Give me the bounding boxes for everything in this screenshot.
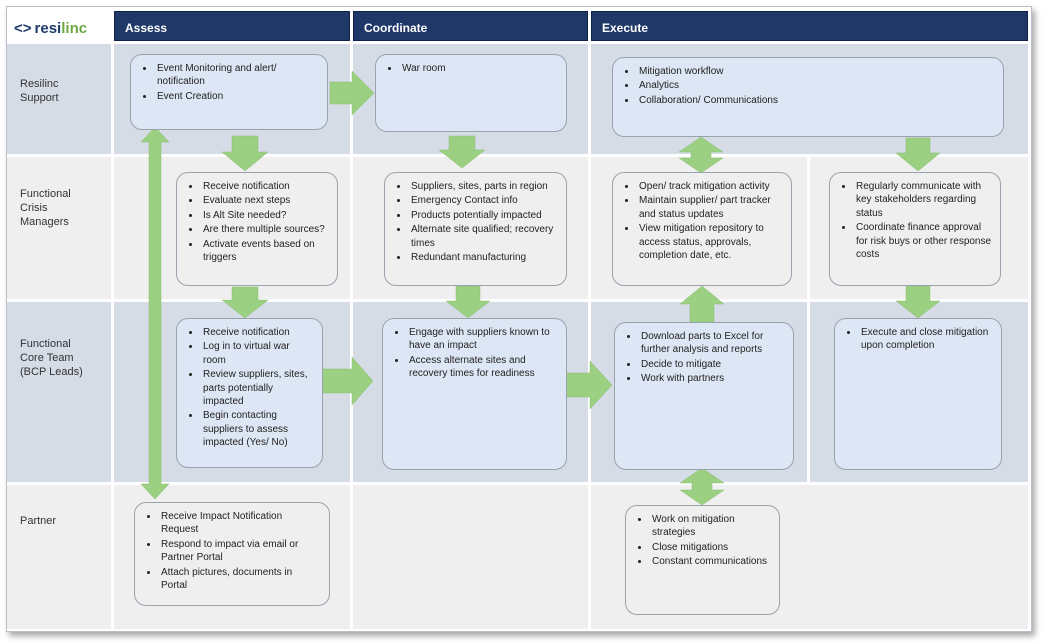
box-list: Regularly communicate with key stakehold… [846, 180, 992, 261]
row-label-line: Managers [20, 216, 69, 228]
list-item: Evaluate next steps [201, 194, 329, 207]
list-item: Execute and close mitigation upon comple… [859, 326, 993, 353]
list-item: Is Alt Site needed? [201, 209, 329, 222]
row-label-line: Resilinc [20, 78, 59, 90]
list-item: Work on mitigation strategies [650, 513, 771, 540]
list-item: Receive notification [201, 180, 329, 193]
box-support-coordinate: War room [375, 54, 567, 132]
list-item: Collaboration/ Communications [637, 94, 995, 107]
list-item: Open/ track mitigation activity [637, 180, 783, 193]
box-core-execute-1: Download parts to Excel for further anal… [614, 322, 794, 470]
box-list: Receive notification Log in to virtual w… [193, 326, 314, 450]
logo-text-prefix: resi [34, 20, 62, 37]
row-partner-coordinate-cell [353, 485, 588, 629]
list-item: Maintain supplier/ part tracker and stat… [637, 194, 783, 221]
row-partner-label-cell [7, 485, 111, 629]
box-core-execute-2: Execute and close mitigation upon comple… [834, 318, 1002, 470]
column-header-execute: Execute [591, 11, 1028, 41]
box-support-assess: Event Monitoring and alert/ notification… [130, 54, 328, 130]
box-core-assess: Receive notification Log in to virtual w… [176, 318, 323, 468]
row-label-support: Resilinc Support [20, 77, 59, 105]
list-item: Activate events based on triggers [201, 238, 329, 265]
box-partner-execute: Work on mitigation strategies Close miti… [625, 505, 780, 615]
list-item: Engage with suppliers known to have an i… [407, 326, 558, 353]
list-item: Regularly communicate with key stakehold… [854, 180, 992, 220]
resilinc-logo: <>resilinc [14, 20, 87, 37]
row-label-crisis: Functional Crisis Managers [20, 187, 71, 229]
box-list: Open/ track mitigation activity Maintain… [629, 180, 783, 262]
row-label-line: Functional [20, 338, 71, 350]
box-core-coordinate: Engage with suppliers known to have an i… [382, 318, 567, 470]
logo-text-accent: linc [61, 20, 88, 37]
list-item: Access alternate sites and recovery time… [407, 354, 558, 381]
box-list: Execute and close mitigation upon comple… [851, 326, 993, 353]
list-item: Attach pictures, documents in Portal [159, 566, 321, 593]
list-item: Decide to mitigate [639, 358, 785, 371]
list-item: Emergency Contact info [409, 194, 558, 207]
list-item: View mitigation repository to access sta… [637, 222, 783, 262]
box-list: War room [392, 62, 558, 75]
list-item: War room [400, 62, 558, 75]
row-label-partner: Partner [20, 514, 56, 528]
list-item: Suppliers, sites, parts in region [409, 180, 558, 193]
box-list: Engage with suppliers known to have an i… [399, 326, 558, 381]
list-item: Event Creation [155, 90, 319, 103]
list-item: Are there multiple sources? [201, 223, 329, 236]
list-item: Work with partners [639, 372, 785, 385]
box-list: Download parts to Excel for further anal… [631, 330, 785, 386]
box-list: Receive Impact Notification Request Resp… [151, 510, 321, 592]
list-item: Products potentially impacted [409, 209, 558, 222]
row-core-label-cell [7, 302, 111, 482]
list-item: Review suppliers, sites, parts potential… [201, 368, 314, 408]
column-header-coordinate: Coordinate [353, 11, 588, 41]
list-item: Receive Impact Notification Request [159, 510, 321, 537]
logo-chevrons-icon: <> [14, 20, 32, 37]
box-list: Suppliers, sites, parts in region Emerge… [401, 180, 558, 264]
column-header-assess: Assess [114, 11, 350, 41]
list-item: Analytics [637, 79, 995, 92]
list-item: Event Monitoring and alert/ notification [155, 62, 319, 89]
row-label-line: (BCP Leads) [20, 366, 83, 378]
box-partner-assess: Receive Impact Notification Request Resp… [134, 502, 330, 606]
box-list: Event Monitoring and alert/ notification… [147, 62, 319, 103]
row-label-line: Functional [20, 188, 71, 200]
box-support-execute: Mitigation workflow Analytics Collaborat… [612, 57, 1004, 137]
box-crisis-coordinate: Suppliers, sites, parts in region Emerge… [384, 172, 567, 286]
row-label-line: Crisis [20, 202, 48, 214]
list-item: Redundant manufacturing [409, 251, 558, 264]
list-item: Begin contacting suppliers to assess imp… [201, 409, 314, 449]
list-item: Mitigation workflow [637, 65, 995, 78]
list-item: Receive notification [201, 326, 314, 339]
box-list: Receive notification Evaluate next steps… [193, 180, 329, 264]
box-crisis-assess: Receive notification Evaluate next steps… [176, 172, 338, 286]
box-list: Mitigation workflow Analytics Collaborat… [629, 65, 995, 107]
row-label-line: Partner [20, 515, 57, 527]
box-list: Work on mitigation strategies Close miti… [642, 513, 771, 569]
list-item: Close mitigations [650, 541, 771, 554]
list-item: Log in to virtual war room [201, 340, 314, 367]
row-support-label-cell [7, 44, 111, 154]
list-item: Constant communications [650, 555, 771, 568]
list-item: Alternate site qualified; recovery times [409, 223, 558, 250]
list-item: Coordinate finance approval for risk buy… [854, 221, 992, 261]
box-crisis-execute-1: Open/ track mitigation activity Maintain… [612, 172, 792, 286]
row-label-line: Core Team [20, 352, 74, 364]
list-item: Download parts to Excel for further anal… [639, 330, 785, 357]
row-label-core: Functional Core Team (BCP Leads) [20, 337, 83, 379]
row-label-line: Support [20, 92, 59, 104]
row-crisis-label-cell [7, 157, 111, 299]
box-crisis-execute-2: Regularly communicate with key stakehold… [829, 172, 1001, 286]
list-item: Respond to impact via email or Partner P… [159, 538, 321, 565]
